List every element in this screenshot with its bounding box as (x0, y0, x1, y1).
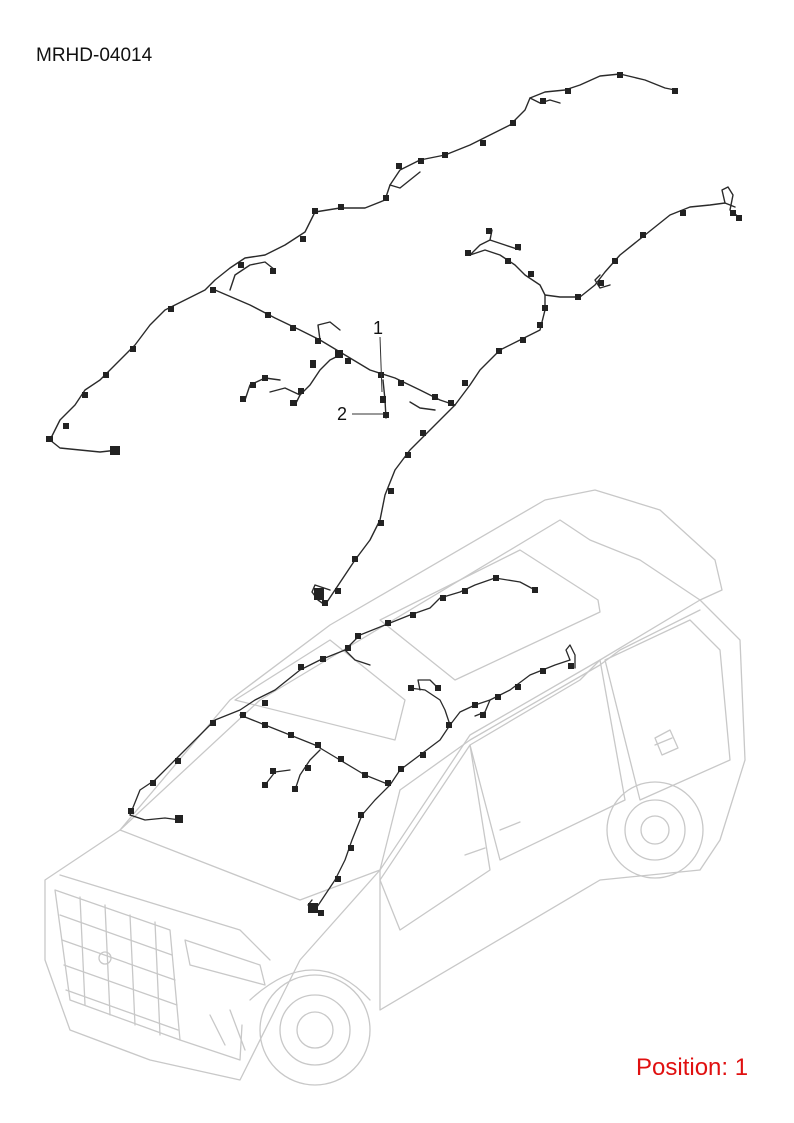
harness-connectors-upper (46, 72, 742, 606)
callout-1: 1 (373, 318, 383, 338)
callout-2: 2 (337, 404, 347, 424)
position-label: Position: 1 (636, 1054, 749, 1081)
callout-leaders (352, 336, 384, 415)
vehicle-outline (44, 489, 746, 1086)
roof-harness-upper (49, 73, 741, 606)
harness-connectors-installed (128, 575, 574, 916)
diagram-code: MRHD-04014 (36, 45, 153, 66)
